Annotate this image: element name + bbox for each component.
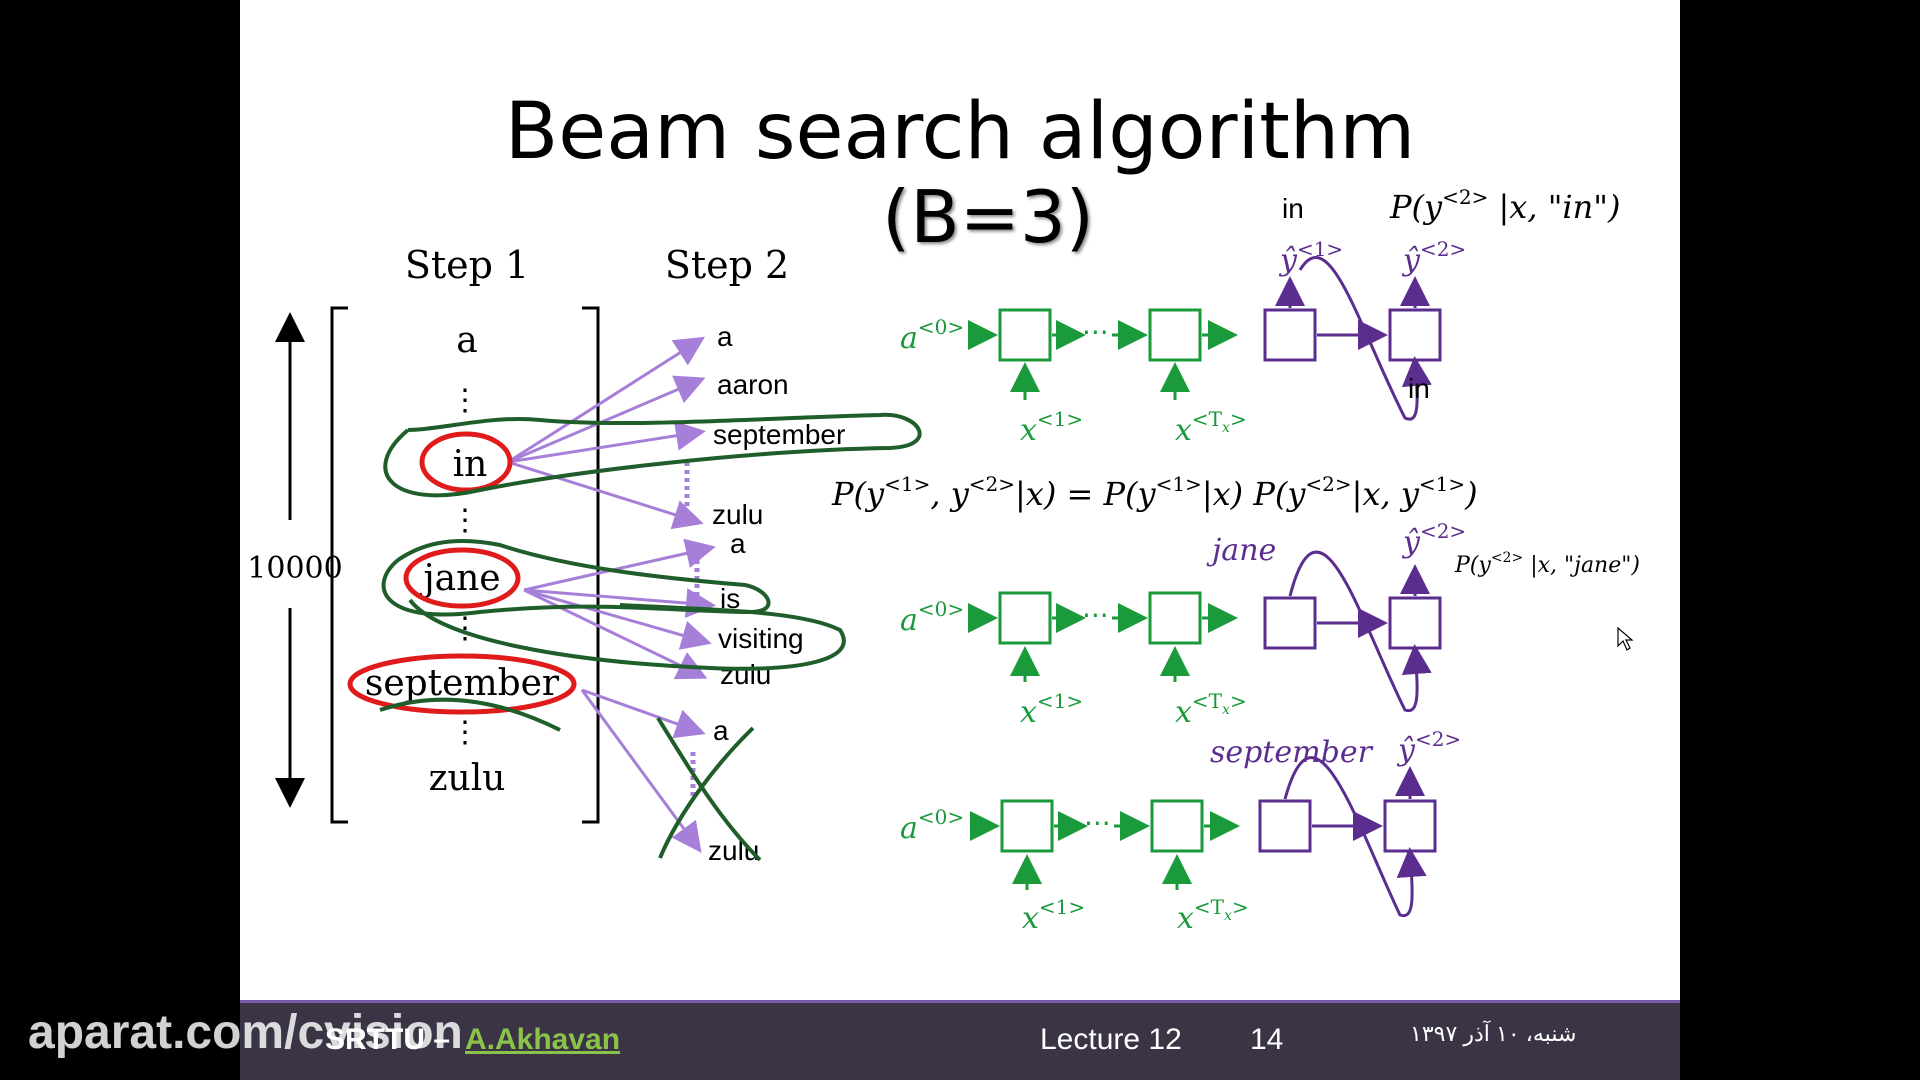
svg-text:a<0>: a<0> <box>900 597 964 638</box>
step1-dots-1: ⋮ <box>450 383 480 418</box>
rnn-row-3: a<0> ··· x<1> x<Tx> ŷ<2> <box>900 727 1461 936</box>
step2-in-zulu: zulu <box>712 499 763 530</box>
vocab-size: 10000 <box>247 551 342 586</box>
red-ink <box>347 431 577 715</box>
svg-text:···: ··· <box>1084 807 1111 840</box>
right-bracket <box>582 306 600 824</box>
step1-word-in: in <box>453 444 488 485</box>
svg-text:a<0>: a<0> <box>900 805 964 846</box>
green-ink <box>379 412 922 862</box>
row2-label: jane <box>1206 533 1276 568</box>
step2-jane-is: is <box>720 583 740 614</box>
svg-text:···: ··· <box>1082 316 1109 349</box>
slide-subtitle: (B=3) <box>882 175 1094 259</box>
svg-text:x<1>: x<1> <box>1020 689 1083 730</box>
slide-title: Beam search algorithm <box>505 87 1415 177</box>
left-bracket <box>330 306 348 824</box>
step1-word-zulu: zulu <box>429 758 506 799</box>
rnn-row-1: a<0> ··· x<1> x<Tx> ŷ<1> ŷ<2> <box>900 237 1466 448</box>
footer-author-link[interactable]: A.Akhavan <box>465 1023 621 1056</box>
svg-text:x<1>: x<1> <box>1020 407 1083 448</box>
svg-text:ŷ<2>: ŷ<2> <box>1396 727 1461 768</box>
row3-label: september <box>1210 735 1374 770</box>
step2-jane-visiting: visiting <box>718 623 804 654</box>
svg-text:ŷ<2>: ŷ<2> <box>1401 237 1466 278</box>
rnn-row-2: a<0> ··· x<1> x<Tx> ŷ<2> <box>900 519 1466 730</box>
step1-word-a: a <box>456 320 477 361</box>
footer-lecture: Lecture 12 <box>1040 1023 1182 1056</box>
step2-jane-zulu: zulu <box>720 659 771 690</box>
row1-prob: P(y<2> |x, "in") <box>1389 185 1620 226</box>
step2-label: Step 2 <box>665 243 789 287</box>
chain-rule-equation: P(y<1>, y<2>|x) = P(y<1>|x) P(y<2>|x, y<… <box>831 472 1478 513</box>
slide-canvas: Beam search algorithm (B=3) Step 1 Step … <box>247 87 1640 936</box>
fan-arrows <box>507 336 716 853</box>
cursor-icon <box>1617 626 1634 651</box>
svg-text:x<Tx>: x<Tx> <box>1177 895 1249 936</box>
row2-prob: P(y<2> |x, "jane") <box>1454 550 1640 578</box>
step2-in-september: september <box>713 419 845 450</box>
svg-text:a<0>: a<0> <box>900 315 964 356</box>
svg-text:x<Tx>: x<Tx> <box>1175 407 1247 448</box>
svg-text:···: ··· <box>1082 599 1109 632</box>
svg-text:x<1>: x<1> <box>1022 895 1085 936</box>
step2-in-a: a <box>717 321 733 352</box>
footer-org: SRTTU – <box>325 1023 451 1056</box>
slide: Beam search algorithm (B=3) Step 1 Step … <box>240 0 1680 1000</box>
step2-sept-a: a <box>713 715 729 746</box>
step1-label: Step 1 <box>405 243 529 287</box>
watermark: aparat.com/cvision <box>28 1006 463 1059</box>
svg-text:x<Tx>: x<Tx> <box>1175 689 1247 730</box>
footer-page-number: 14 <box>1250 1023 1284 1056</box>
footer-date: شنبه، ۱۰ آذر ۱۳۹۷ <box>1410 1021 1577 1046</box>
footer: SRTTU – A.Akhavan Lecture 12 14 شنبه، ۱۰… <box>240 1000 1680 1080</box>
step1-dots-4: ⋮ <box>450 715 480 750</box>
step1-dots-2: ⋮ <box>450 503 480 538</box>
step1-word-september: september <box>365 663 560 704</box>
step2-in-aaron: aaron <box>717 369 789 400</box>
step2-jane-a: a <box>730 528 746 559</box>
row1-label-top: in <box>1282 193 1304 224</box>
row1-label-in: in <box>1408 373 1430 404</box>
step1-word-jane: jane <box>419 558 500 599</box>
